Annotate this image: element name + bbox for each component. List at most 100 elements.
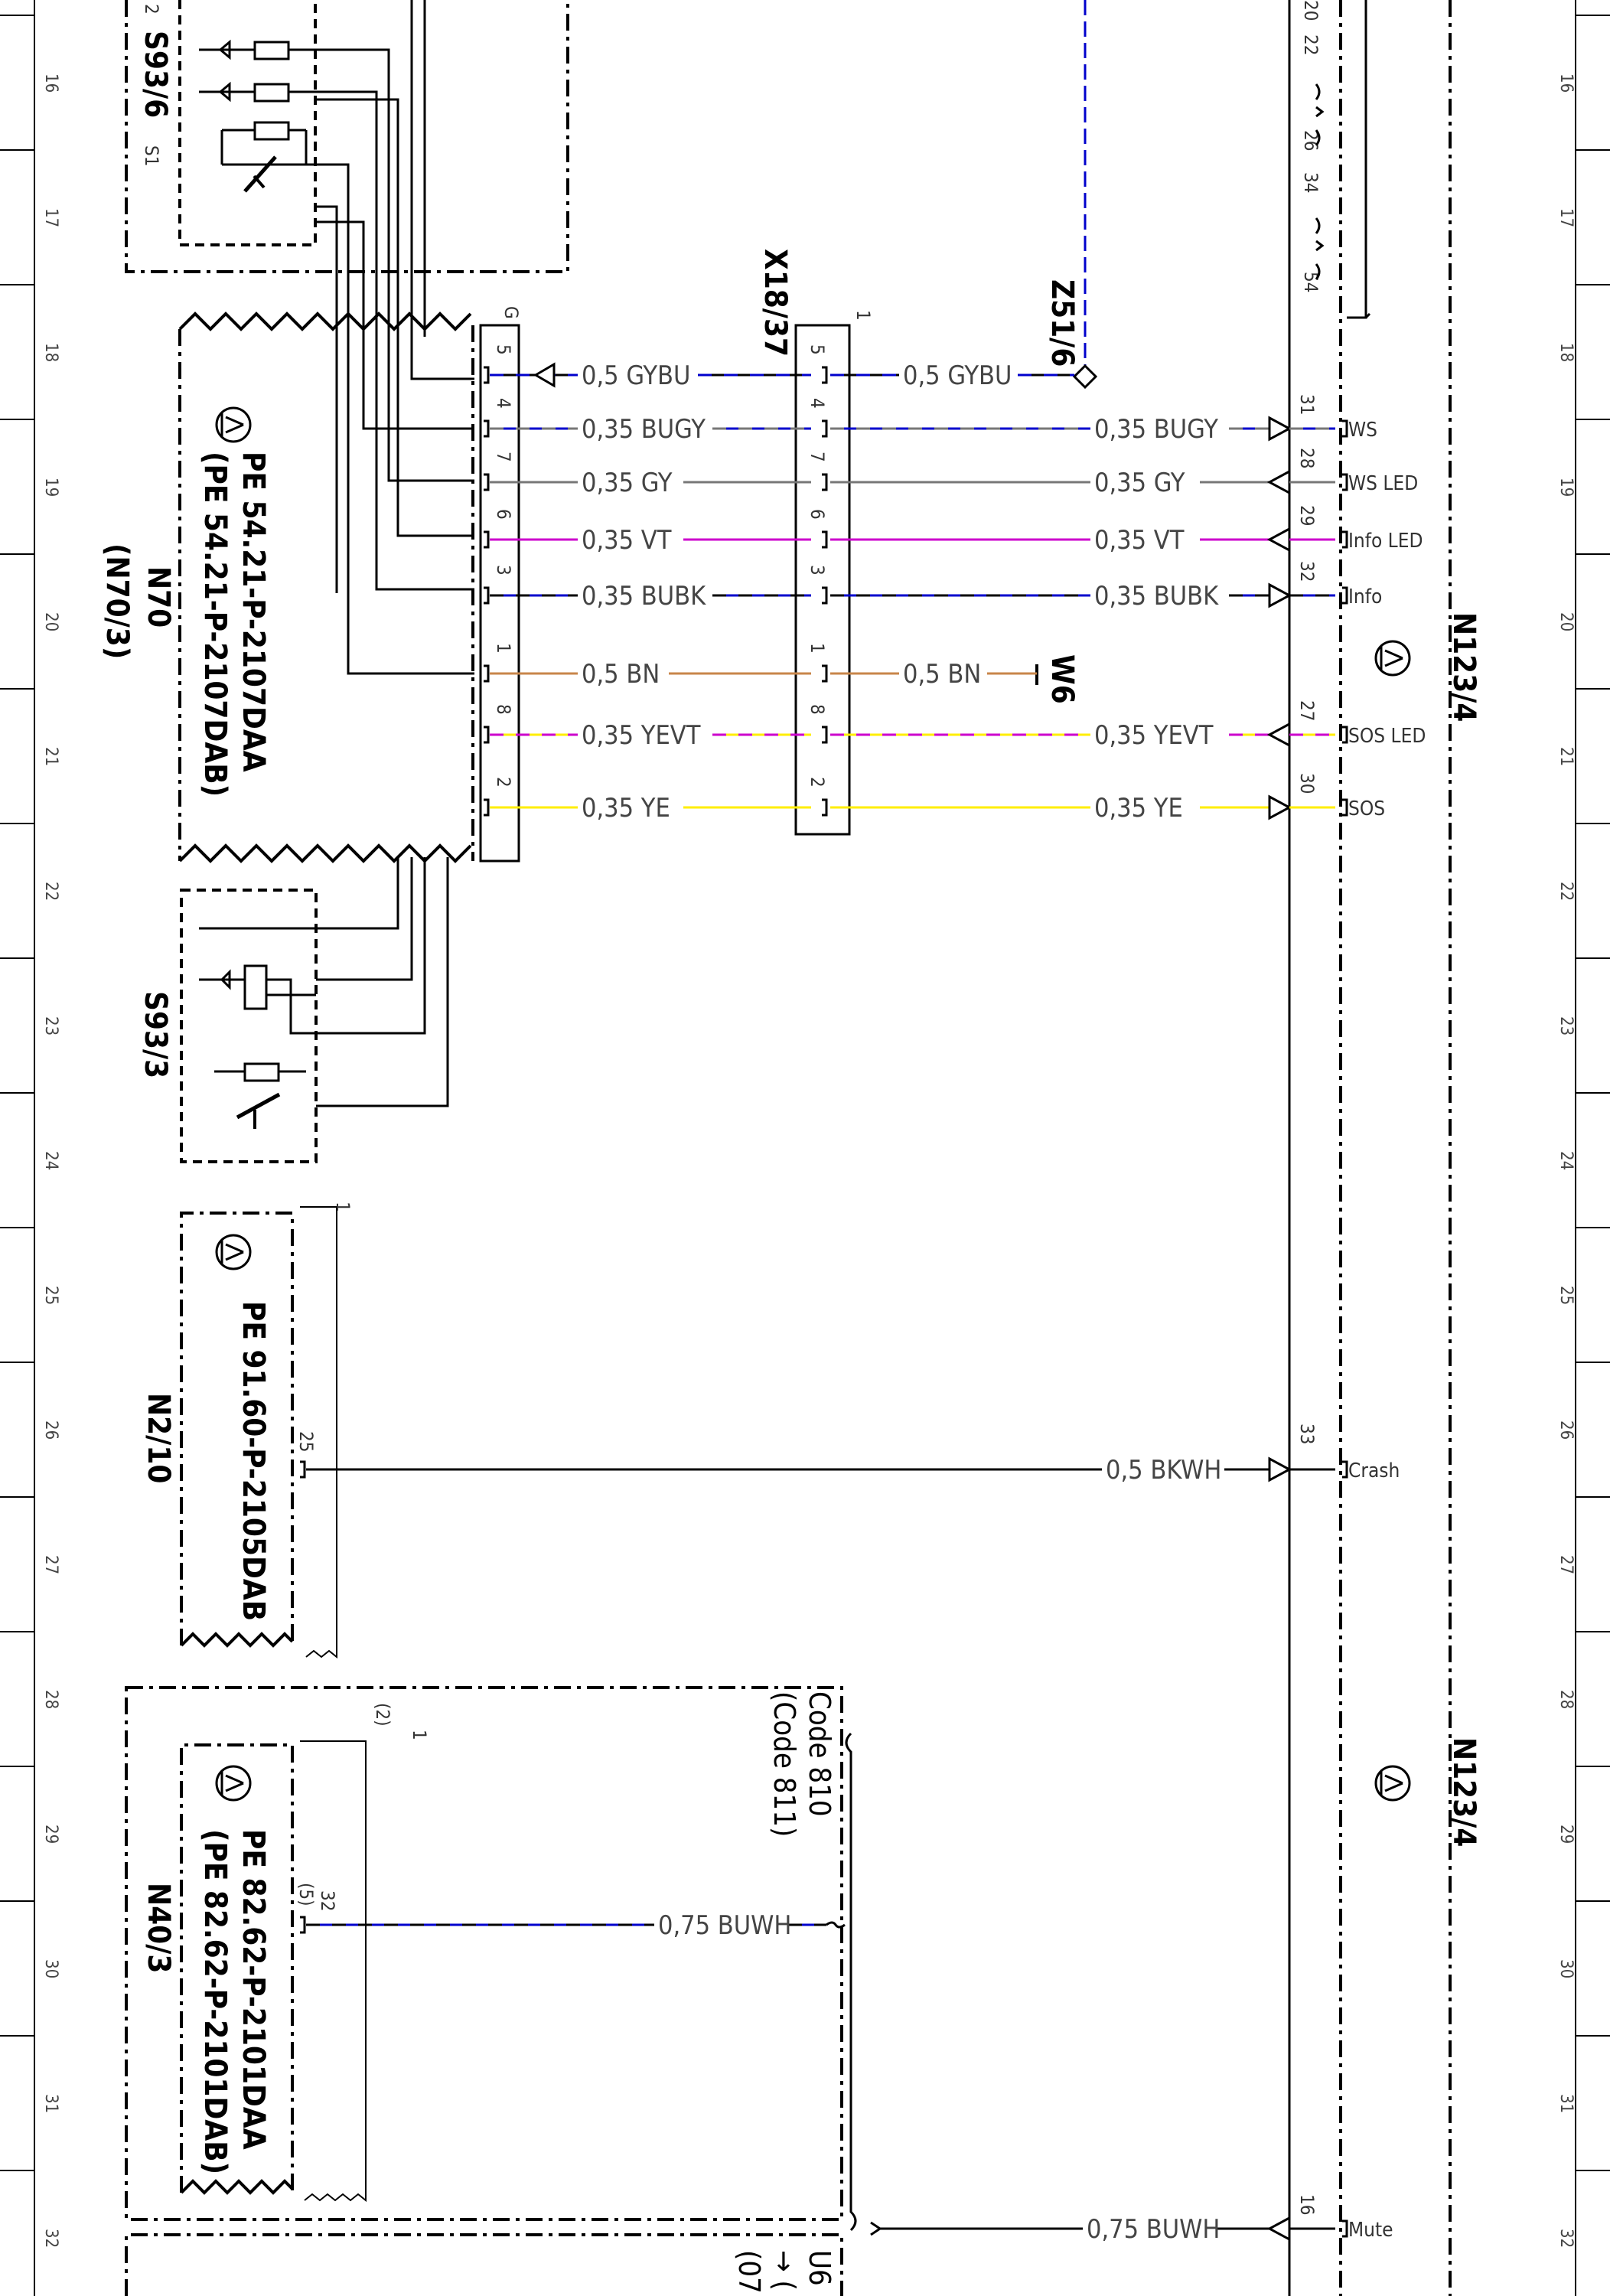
pin-terminal [484,586,490,605]
wire-label-right: 0,5 GYBU [903,360,1012,391]
n40-3-pin-5: (5) [295,1883,317,1906]
signal-label: WS LED [1348,472,1418,495]
wire-label-left: 0,35 YE [582,793,670,823]
n123-4-ground-symbol-top [1374,640,1411,677]
grid-number-right: 31 [1556,2094,1576,2113]
grid-number-right: 30 [1556,1959,1576,1978]
wire-label-right: 0,35 YEVT [1094,720,1214,751]
z51-6-label: Z51/6 [1045,279,1080,367]
grid-number-right: 16 [1556,73,1576,93]
grid-number-right: 32 [1556,2229,1576,2248]
n70-module: G PE 54.21-P-2107DAA (PE 54.21-P-2107DAB… [99,306,522,863]
n70-label: N70 [141,566,176,628]
pin-terminal [822,726,828,744]
n40-3-pin-top: 1 [409,1730,430,1740]
pin-terminal [822,798,828,817]
n40-3-pin-top-alt: (2) [372,1703,393,1727]
pin-terminal [1342,586,1348,605]
s93-6-switch: S93/6 2 S1 [125,0,569,273]
n123-4-label-top: N123/4 [1446,612,1481,722]
w6-label: W6 [1045,654,1080,704]
pin-terminal [484,473,490,491]
signal-arrow-in [1268,582,1292,608]
pin-terminal [1342,2219,1348,2238]
wire-label-right: 0,35 YE [1094,793,1183,823]
n70-connector-label: G [500,306,522,319]
grid-number-left: 20 [41,612,60,631]
x18-37-label: X18/37 [758,249,793,357]
x18-pin: 3 [807,565,828,576]
wire-label-left: 0,35 YEVT [582,720,701,751]
grid-number-right: 29 [1556,1825,1576,1844]
grid-number-left: 24 [41,1151,60,1170]
grid-ticks [0,15,1610,2171]
n123-pin: 29 [1296,505,1318,526]
grid-number-left: 27 [41,1555,60,1574]
signal-label: Info [1348,585,1382,608]
code-810-line2: (Code 811) [768,1691,801,1837]
n123-pin: 31 [1296,394,1318,415]
signal-arrow-out [1266,2216,1291,2242]
s93-6-sub-label: S1 [141,145,162,166]
signal-arrow-out [1266,527,1291,553]
wire-label-left: 0,5 BN [582,659,660,690]
n123-pin: 28 [1296,448,1318,468]
n123-4-ground-symbol-bottom [1374,1765,1411,1802]
grid-number-right: 18 [1556,343,1576,362]
grid-number-left: 26 [41,1420,60,1440]
n123-4-module: 20 22 26 34 54 N123/4 N123/4 [1288,0,1481,2296]
signal-arrow-in [1268,416,1292,442]
grid-number-left: 32 [41,2229,60,2248]
n40-3-label: N40/3 [141,1883,176,1973]
grid-number-left: 21 [41,747,60,766]
pin-terminal [484,798,490,817]
pin-terminal [822,366,828,384]
x18-pin: 8 [807,704,828,715]
x18-pin: 4 [807,398,828,409]
signal-label: WS [1348,419,1377,442]
grid-number-right: 28 [1556,1690,1576,1709]
grid-number-left: 16 [41,73,60,93]
wire-label-right: 0,35 VT [1094,525,1185,556]
code-810-box: Code 810 (Code 811) [125,1686,843,2221]
wire-label-left: 0,35 BUGY [582,414,706,445]
pin-terminal [822,530,828,549]
s93-6-pin-top: 2 [141,4,162,15]
n70-pin: 5 [493,344,514,355]
n70-pin: 4 [493,398,514,409]
n123-pin: 30 [1296,773,1318,794]
n40-3-pin-32: 32 [317,1890,338,1911]
x18-pin: 7 [807,452,828,462]
n70-alt-label: (N70/3) [99,543,135,659]
pin-terminal [822,473,828,491]
s93-6-internal-wires [306,0,474,675]
pin-terminal [1342,530,1348,549]
n70-pe1: PE 54.21-P-2107DAA [236,452,271,772]
u6-arrow: → ( [768,2250,801,2291]
wire-label-right: 0,75 BUWH [658,1910,791,1941]
grid-number-right: 24 [1556,1151,1576,1170]
s93-3-label: S93/3 [138,991,173,1078]
wire-label-left: 0,5 GYBU [582,360,690,391]
u6-line1: U6 [803,2250,836,2286]
pin-terminal [1342,1460,1348,1479]
s93-6-label: S93/6 [138,31,173,118]
grid-number-left: 18 [41,343,60,362]
n40-3-pe2: (PE 82.62-P-2101DAB) [197,1829,233,2174]
x18-pin: 1 [807,643,828,654]
n40-3-pe1: PE 82.62-P-2101DAA [236,1829,271,2150]
pin-terminal [484,366,490,384]
grid-number-right: 23 [1556,1016,1576,1035]
grid-number-left: 19 [41,478,60,497]
wire-label-right: 0,75 BUWH [1087,2214,1220,2245]
wire-label-left: 0,35 GY [582,468,673,498]
n70-pin: 6 [493,509,514,520]
signal-label: SOS [1348,797,1385,820]
